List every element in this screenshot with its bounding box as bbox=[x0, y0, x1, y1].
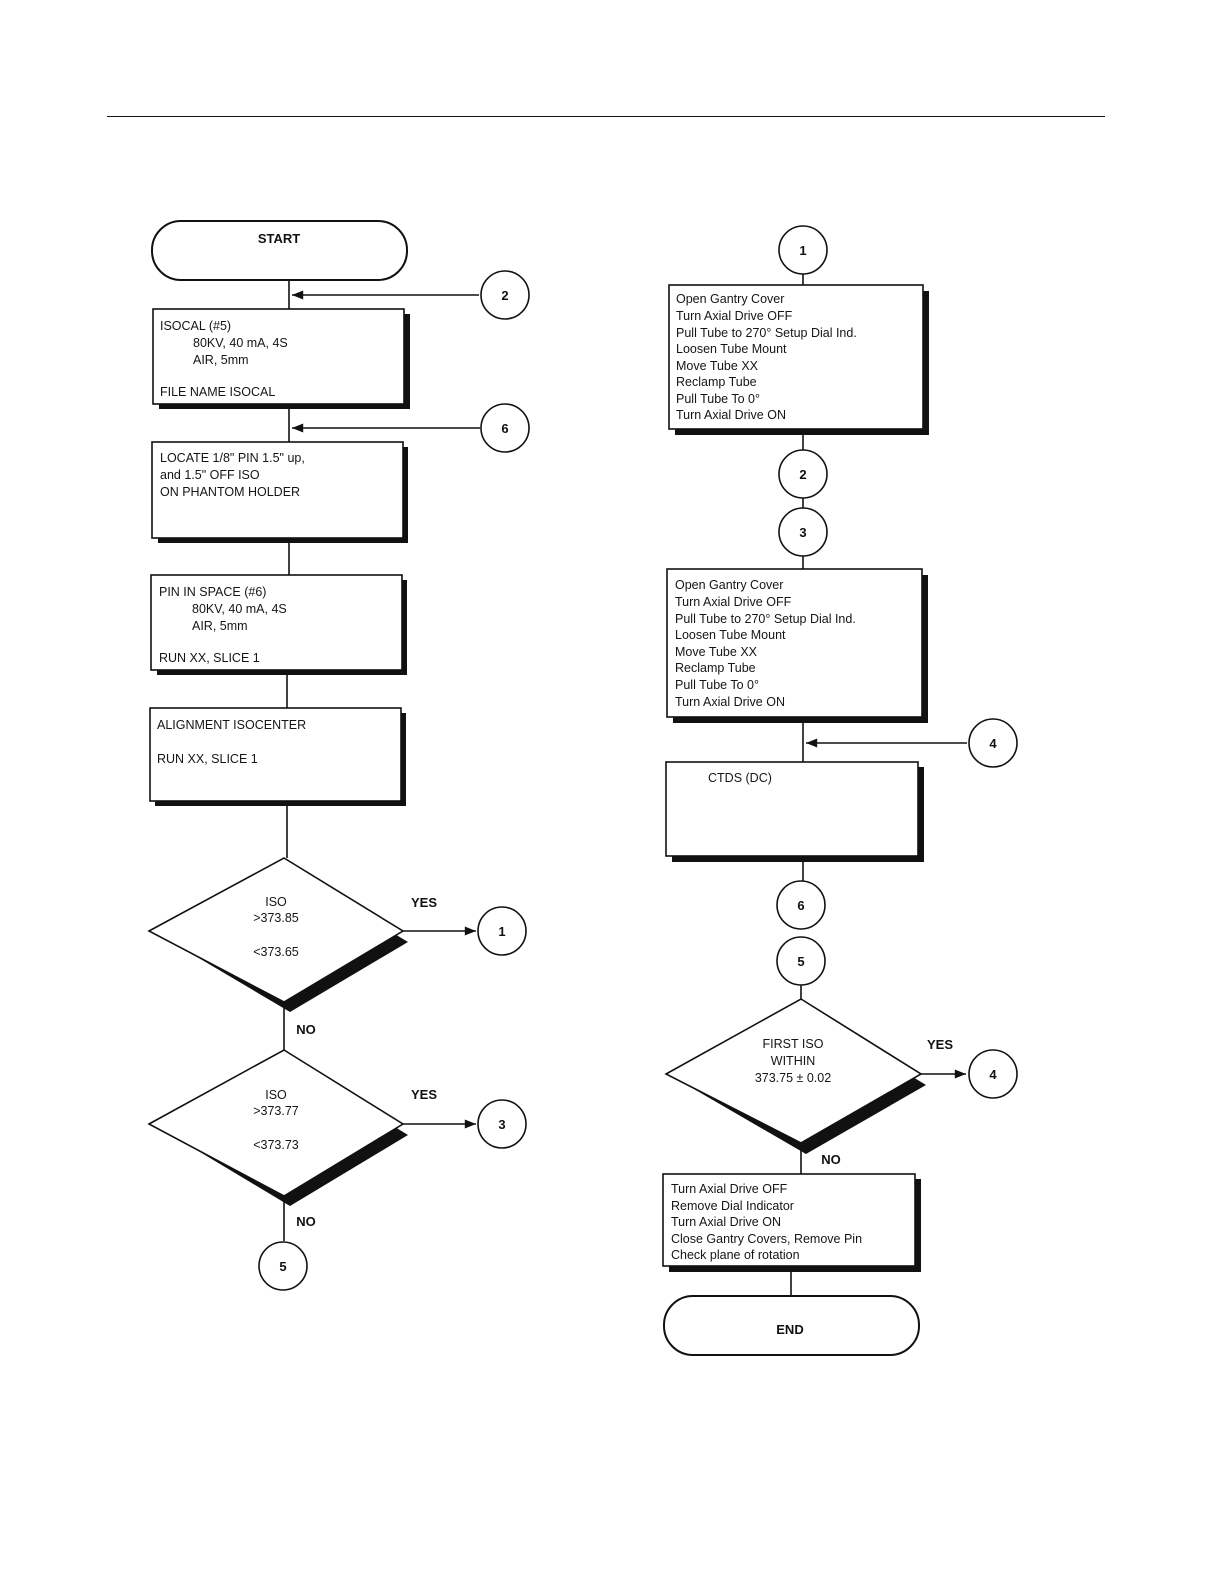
adjust-tube-box-b: Open Gantry Cover Turn Axial Drive OFF P… bbox=[666, 568, 928, 723]
iso1-no-label: NO bbox=[296, 1022, 316, 1037]
alignment-line-2: RUN XX, SLICE 1 bbox=[157, 752, 258, 766]
svg-text:2: 2 bbox=[799, 467, 806, 482]
iso1-line-2: >373.85 bbox=[253, 911, 299, 925]
connector-1-left: 1 bbox=[477, 906, 527, 956]
first-iso-line-2: WITHIN bbox=[771, 1054, 815, 1068]
isocal-line-1: ISOCAL (#5) bbox=[160, 319, 231, 333]
adjust-b-line-8: Turn Axial Drive ON bbox=[675, 695, 785, 709]
locate-line-1: LOCATE 1/8" PIN 1.5" up, bbox=[160, 451, 305, 465]
locate-line-2: and 1.5" OFF ISO bbox=[160, 468, 260, 482]
adjust-b-line-4: Loosen Tube Mount bbox=[675, 628, 786, 642]
connector-2-right: 2 bbox=[778, 449, 828, 499]
locate-pin-box: LOCATE 1/8" PIN 1.5" up, and 1.5" OFF IS… bbox=[151, 441, 408, 543]
finish-line-1: Turn Axial Drive OFF bbox=[671, 1182, 788, 1196]
pin-line-2: 80KV, 40 mA, 4S bbox=[192, 602, 287, 616]
adjust-a-line-2: Turn Axial Drive OFF bbox=[676, 309, 793, 323]
adjust-a-line-5: Move Tube XX bbox=[676, 359, 759, 373]
adjust-a-line-4: Loosen Tube Mount bbox=[676, 342, 787, 356]
pin-in-space-box: PIN IN SPACE (#6) 80KV, 40 mA, 4S AIR, 5… bbox=[150, 574, 407, 675]
finish-line-2: Remove Dial Indicator bbox=[671, 1199, 794, 1213]
finish-line-5: Check plane of rotation bbox=[671, 1248, 800, 1262]
first-iso-line-3: 373.75 ± 0.02 bbox=[755, 1071, 831, 1085]
start-terminal: START bbox=[151, 220, 408, 281]
connector-3-right: 3 bbox=[778, 507, 828, 557]
end-label: END bbox=[776, 1322, 803, 1337]
pin-line-4: RUN XX, SLICE 1 bbox=[159, 651, 260, 665]
adjust-b-line-7: Pull Tube To 0° bbox=[675, 678, 759, 692]
connector-3-left: 3 bbox=[477, 1099, 527, 1149]
adjust-a-line-1: Open Gantry Cover bbox=[676, 292, 784, 306]
svg-text:5: 5 bbox=[797, 954, 804, 969]
svg-text:4: 4 bbox=[989, 736, 997, 751]
header-rule bbox=[107, 116, 1105, 117]
ctds-box: CTDS (DC) bbox=[665, 761, 924, 862]
start-label: START bbox=[258, 231, 300, 246]
svg-text:3: 3 bbox=[799, 525, 806, 540]
connector-5-right: 5 bbox=[776, 936, 826, 986]
adjust-b-line-3: Pull Tube to 270° Setup Dial Ind. bbox=[675, 612, 856, 626]
connector-6-left: 6 bbox=[480, 403, 530, 453]
iso2-line-3: <373.73 bbox=[253, 1138, 299, 1152]
first-iso-line-1: FIRST ISO bbox=[763, 1037, 824, 1051]
svg-text:1: 1 bbox=[498, 924, 505, 939]
first-iso-yes-label: YES bbox=[927, 1037, 953, 1052]
decision-iso-1: ISO >373.85 <373.65 bbox=[147, 857, 408, 1012]
isocal-line-3: AIR, 5mm bbox=[193, 353, 249, 367]
connector-5-left: 5 bbox=[258, 1241, 308, 1291]
finish-box: Turn Axial Drive OFF Remove Dial Indicat… bbox=[662, 1173, 921, 1272]
adjust-a-line-6: Reclamp Tube bbox=[676, 375, 757, 389]
adjust-tube-box-a: Open Gantry Cover Turn Axial Drive OFF P… bbox=[668, 284, 929, 435]
svg-text:2: 2 bbox=[501, 288, 508, 303]
adjust-b-line-6: Reclamp Tube bbox=[675, 661, 756, 675]
svg-text:1: 1 bbox=[799, 243, 806, 258]
iso1-yes-label: YES bbox=[411, 895, 437, 910]
iso1-line-1: ISO bbox=[265, 895, 287, 909]
iso2-yes-label: YES bbox=[411, 1087, 437, 1102]
isocal-line-4: FILE NAME ISOCAL bbox=[160, 385, 275, 399]
first-iso-no-label: NO bbox=[821, 1152, 841, 1167]
pin-line-3: AIR, 5mm bbox=[192, 619, 248, 633]
end-terminal: END bbox=[663, 1295, 920, 1356]
adjust-b-line-1: Open Gantry Cover bbox=[675, 578, 783, 592]
decision-iso-2: ISO >373.77 <373.73 bbox=[147, 1049, 408, 1206]
locate-line-3: ON PHANTOM HOLDER bbox=[160, 485, 300, 499]
ctds-label: CTDS (DC) bbox=[708, 771, 772, 785]
svg-text:4: 4 bbox=[989, 1067, 997, 1082]
connector-2-left: 2 bbox=[480, 270, 530, 320]
finish-line-4: Close Gantry Covers, Remove Pin bbox=[671, 1232, 862, 1246]
iso2-line-1: ISO bbox=[265, 1088, 287, 1102]
adjust-a-line-3: Pull Tube to 270° Setup Dial Ind. bbox=[676, 326, 857, 340]
connector-4-right-b: 4 bbox=[968, 1049, 1018, 1099]
svg-text:6: 6 bbox=[797, 898, 804, 913]
connector-1-right: 1 bbox=[778, 225, 828, 275]
pin-line-1: PIN IN SPACE (#6) bbox=[159, 585, 266, 599]
adjust-b-line-5: Move Tube XX bbox=[675, 645, 758, 659]
decision-first-iso: FIRST ISO WITHIN 373.75 ± 0.02 bbox=[664, 998, 926, 1154]
alignment-line-1: ALIGNMENT ISOCENTER bbox=[157, 718, 306, 732]
connector-4-right-a: 4 bbox=[968, 718, 1018, 768]
iso2-no-label: NO bbox=[296, 1214, 316, 1229]
alignment-isocenter-box: ALIGNMENT ISOCENTER RUN XX, SLICE 1 bbox=[149, 707, 406, 806]
finish-line-3: Turn Axial Drive ON bbox=[671, 1215, 781, 1229]
isocal-line-2: 80KV, 40 mA, 4S bbox=[193, 336, 288, 350]
iso1-line-3: <373.65 bbox=[253, 945, 299, 959]
isocal-box: ISOCAL (#5) 80KV, 40 mA, 4S AIR, 5mm FIL… bbox=[152, 308, 410, 409]
adjust-a-line-7: Pull Tube To 0° bbox=[676, 392, 760, 406]
svg-text:6: 6 bbox=[501, 421, 508, 436]
connector-6-right: 6 bbox=[776, 880, 826, 930]
adjust-a-line-8: Turn Axial Drive ON bbox=[676, 408, 786, 422]
iso2-line-2: >373.77 bbox=[253, 1104, 299, 1118]
svg-text:3: 3 bbox=[498, 1117, 505, 1132]
adjust-b-line-2: Turn Axial Drive OFF bbox=[675, 595, 792, 609]
svg-text:5: 5 bbox=[279, 1259, 286, 1274]
